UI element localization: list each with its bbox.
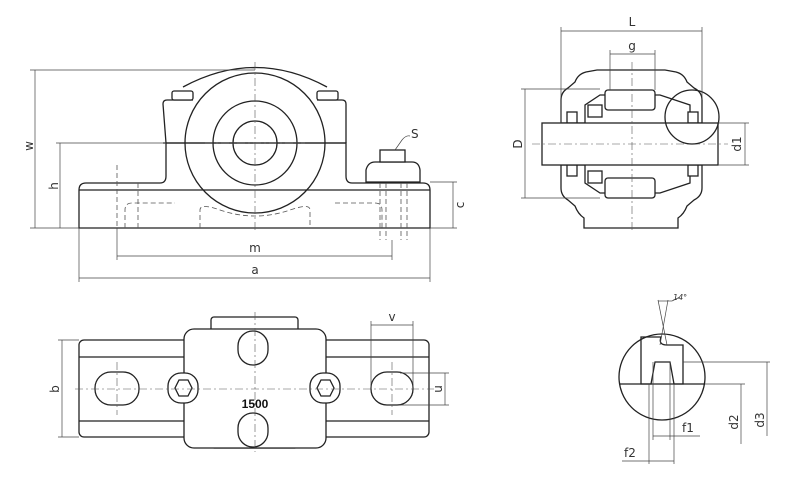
seal-right-top	[687, 111, 699, 124]
foot-nut	[365, 161, 421, 183]
hidden-cavities	[124, 202, 383, 228]
label-m: m	[249, 241, 261, 255]
seal-left-bottom	[566, 164, 578, 177]
label-b: b	[48, 385, 62, 393]
label-d3: d3	[753, 412, 767, 427]
hex-bolt-left	[174, 379, 193, 397]
label-a: a	[251, 263, 258, 277]
front-view: w h c m a S	[22, 62, 467, 282]
cap-bolt-right	[316, 90, 339, 101]
side-section-view: L g D d1	[511, 15, 749, 232]
label-L: L	[629, 15, 636, 29]
model-marking: 1500	[242, 397, 269, 411]
label-f2: f2	[624, 446, 636, 460]
adapter-sleeve-top	[587, 104, 603, 118]
label-angle: 14°	[673, 293, 687, 302]
detail-circle	[664, 89, 720, 145]
cap-bolt-left	[171, 90, 194, 101]
label-v: v	[388, 310, 395, 324]
seal-section	[640, 336, 684, 385]
seal-left-top	[566, 111, 578, 124]
cap-outline	[162, 99, 347, 144]
angle-line	[659, 299, 669, 346]
foot-bolt-stud	[379, 149, 406, 163]
cap-slot-bottom	[237, 412, 269, 448]
label-d2: d2	[727, 414, 741, 429]
angle-line	[657, 299, 668, 346]
label-g: g	[628, 39, 636, 53]
leader-s	[394, 135, 411, 151]
hex-bolt-right	[316, 379, 335, 397]
top-view: 1500 b v u	[48, 310, 449, 452]
label-h: h	[47, 182, 61, 190]
housing-section-bottom	[560, 164, 703, 229]
cap-slot-top	[237, 330, 269, 366]
adapter-sleeve-bottom	[587, 170, 603, 184]
angle-leader	[671, 296, 681, 302]
label-D: D	[511, 139, 525, 148]
label-u: u	[431, 385, 445, 393]
label-c: c	[453, 202, 467, 209]
label-w: w	[22, 141, 36, 151]
roller-top	[604, 89, 656, 111]
detail-boundary	[618, 333, 706, 421]
seal-detail-view: 14° d2 d3 f1 f2	[618, 293, 770, 464]
label-s: S	[411, 127, 419, 141]
roller-bottom	[604, 177, 656, 199]
label-f1: f1	[682, 421, 694, 435]
label-d1: d1	[730, 136, 744, 151]
seal-right-bottom	[687, 164, 699, 177]
